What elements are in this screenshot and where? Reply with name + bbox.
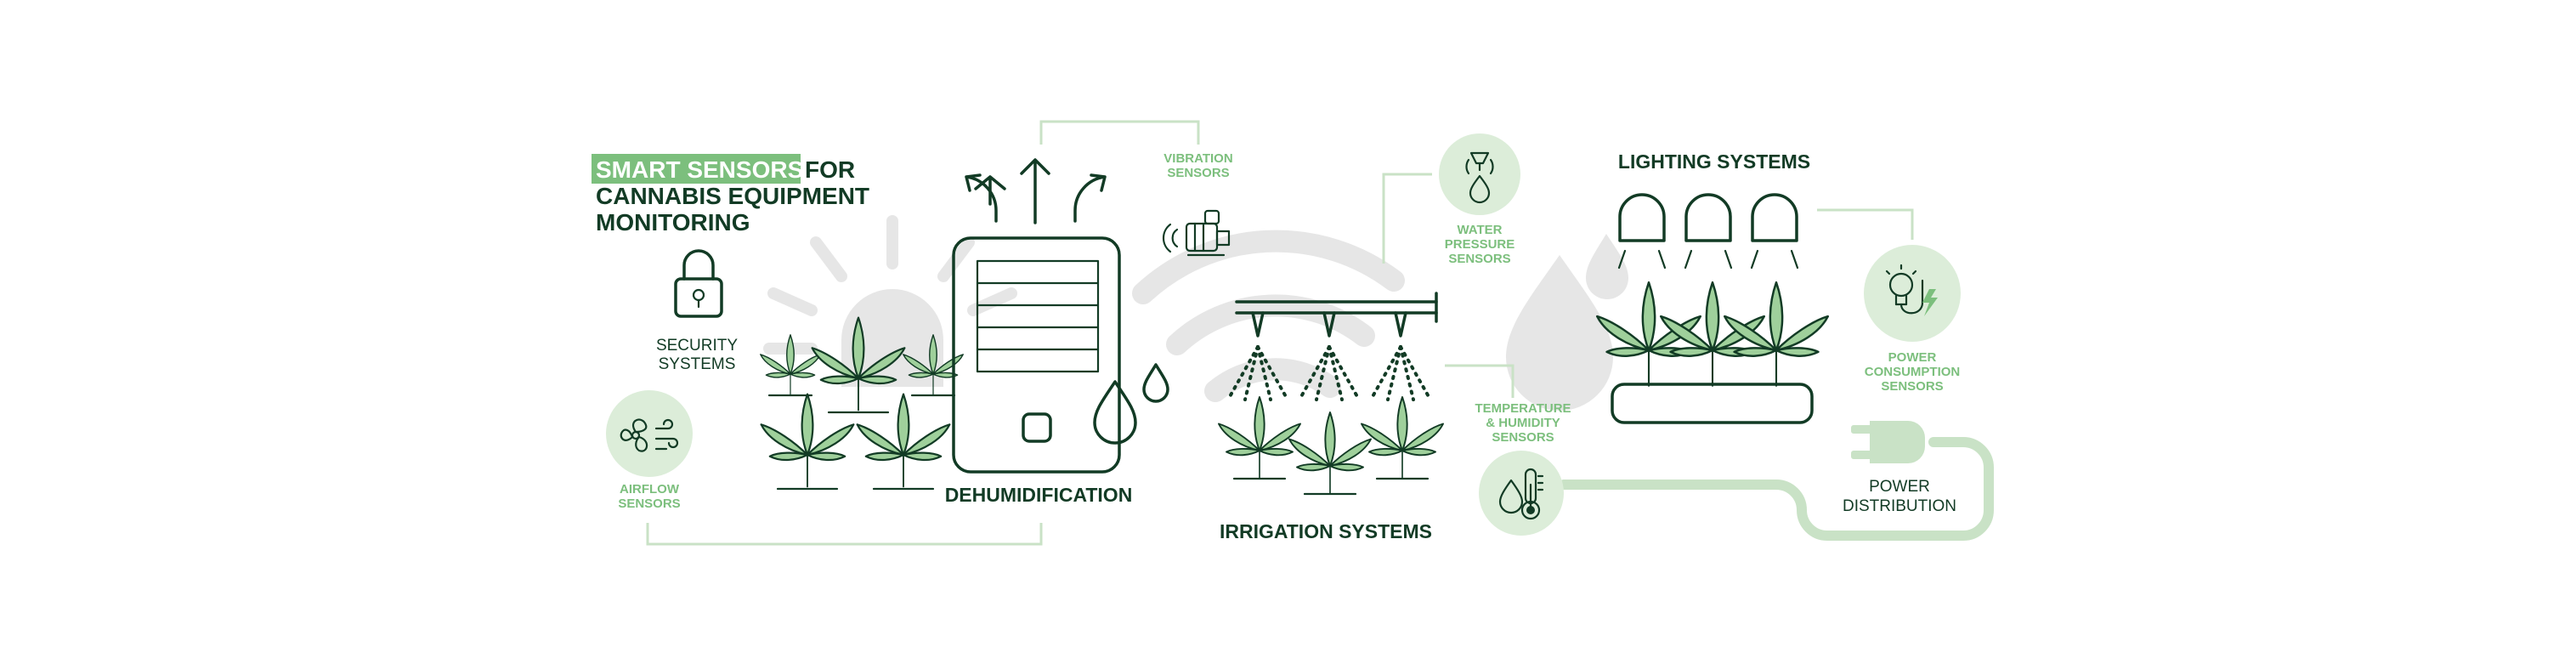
power-distribution-label-line1: POWER	[1869, 478, 1930, 496]
cannabis-plant-icon	[1595, 281, 1830, 388]
pressure-gauge-icon	[1465, 151, 1494, 204]
page-title: SMART SENSORS FOR CANNABIS EQUIPMENT MON…	[592, 154, 869, 236]
vibration-connector-line	[1039, 120, 1200, 145]
thermometer-drop-icon	[1498, 468, 1544, 520]
dehumidification-heading: DEHUMIDIFICATION	[945, 484, 1133, 506]
planter-tray-icon	[1611, 383, 1814, 424]
cannabis-plant-icon	[1218, 396, 1444, 496]
power-consumption-sensors-label-line3: SENSORS	[1881, 379, 1943, 394]
water-pressure-connector-line	[1382, 173, 1432, 264]
power-distribution-label-line2: DISTRIBUTION	[1843, 497, 1956, 515]
power-consumption-sensor-circle	[1864, 245, 1961, 342]
ghost-drops-shape	[1506, 234, 1628, 411]
water-pressure-sensors-label-line1: WATER	[1457, 223, 1502, 237]
irrigation-systems-heading: IRRIGATION SYSTEMS	[1220, 520, 1432, 542]
cannabis-plant-icon	[760, 316, 964, 491]
airflow-sensor-circle	[606, 390, 693, 477]
power-plug-icon	[1851, 421, 1925, 463]
ghost-siren-shape	[763, 215, 1017, 387]
lightbulb-power-icon	[1885, 264, 1938, 316]
dehumidifier-icon	[952, 158, 1169, 474]
vibration-sensors-label-line1: VIBRATION	[1163, 151, 1232, 166]
title-highlight-box	[592, 154, 801, 184]
water-pressure-sensors-label-line2: PRESSURE	[1445, 237, 1515, 252]
airflow-sensors-label-line1: AIRFLOW	[620, 482, 680, 497]
lock-icon	[674, 249, 723, 318]
title-highlight-text: SMART SENSORS	[596, 156, 803, 183]
motor-vibration-icon	[1162, 209, 1231, 257]
airflow-sensors-label-line2: SENSORS	[618, 497, 680, 511]
power-cable	[1559, 437, 1994, 541]
vibration-sensors-label-line2: SENSORS	[1167, 166, 1229, 180]
temperature-connector-line	[1445, 364, 1514, 398]
security-systems-label-line1: SECURITY	[656, 337, 738, 355]
security-systems-label-line2: SYSTEMS	[659, 355, 736, 373]
water-pressure-sensor-circle	[1439, 133, 1520, 215]
grow-light-icon	[1617, 193, 1799, 270]
water-pressure-sensors-label-line3: SENSORS	[1448, 252, 1510, 266]
power-consumption-connector-line	[1817, 208, 1914, 240]
fan-airflow-icon	[620, 418, 679, 452]
temperature-humidity-sensors-label-line3: SENSORS	[1492, 430, 1554, 445]
power-consumption-sensors-label-line1: POWER	[1888, 350, 1937, 365]
power-consumption-sensors-label-line2: CONSUMPTION	[1865, 365, 1961, 379]
title-line3: MONITORING	[596, 209, 750, 236]
title-line2: CANNABIS EQUIPMENT	[596, 183, 869, 209]
temperature-humidity-sensor-circle	[1479, 451, 1564, 536]
ghost-wifi-shape	[1132, 230, 1405, 402]
lighting-systems-heading: LIGHTING SYSTEMS	[1618, 150, 1810, 173]
temperature-humidity-sensors-label-line2: & HUMIDITY	[1486, 416, 1560, 430]
sprinkler-pipe-icon	[1235, 292, 1438, 338]
temperature-humidity-sensors-label-line1: TEMPERATURE	[1475, 401, 1571, 416]
water-spray-icon	[1226, 345, 1432, 401]
title-line1-rest: FOR	[805, 156, 855, 183]
airflow-connector-line	[646, 523, 1043, 546]
